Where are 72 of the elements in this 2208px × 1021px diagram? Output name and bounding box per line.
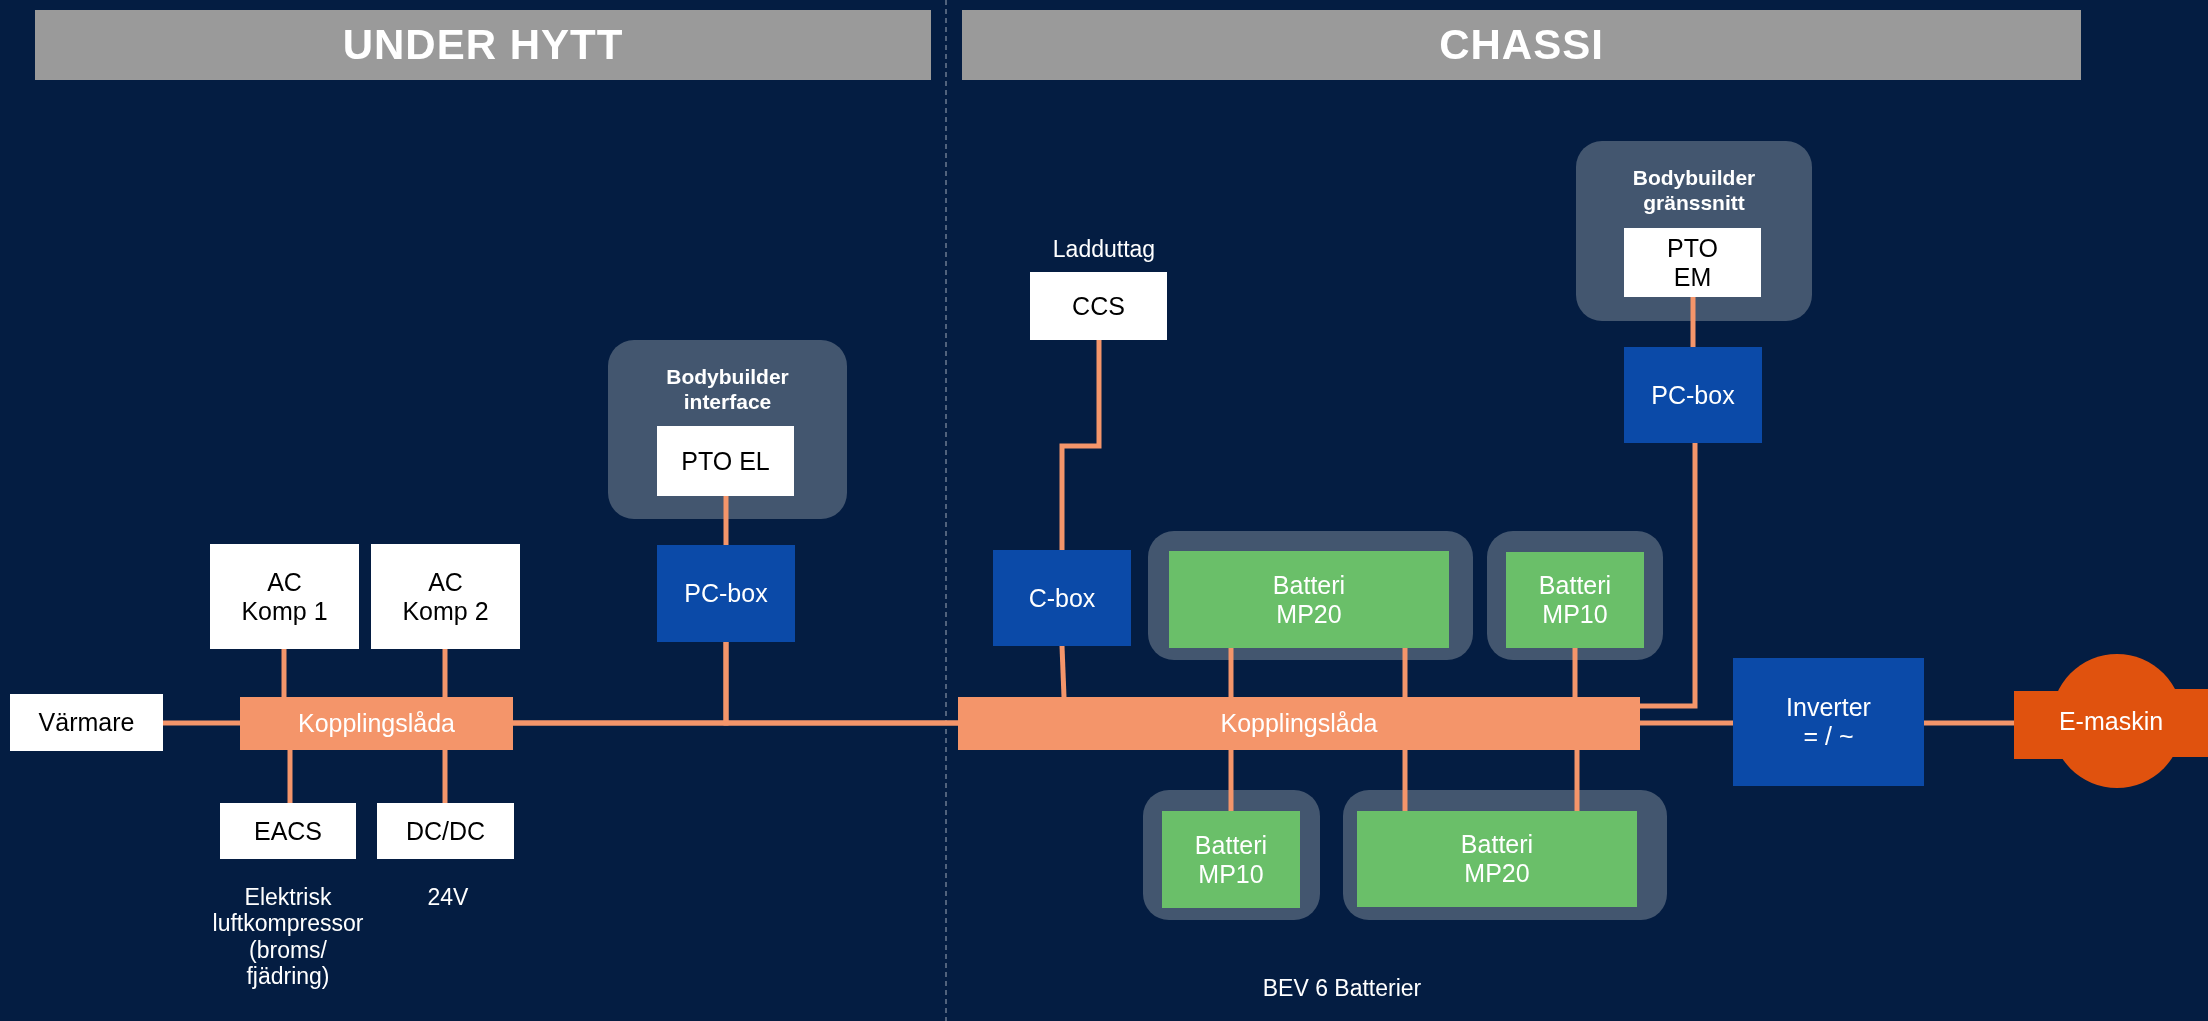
- battery-housing: [1143, 790, 1320, 920]
- node-label: Batteri MP10: [1537, 571, 1613, 629]
- panel-title: Bodybuilder interface: [665, 364, 790, 415]
- connector-line: [513, 720, 958, 726]
- connector-line: [1402, 648, 1408, 697]
- node-caption: Elektrisk luftkompressor (broms/ fjädring): [211, 884, 365, 990]
- component-box: [220, 803, 356, 859]
- node-label: Batteri MP20: [1271, 570, 1347, 629]
- node-label: Batteri MP10: [1193, 830, 1269, 889]
- node-label: EACS: [253, 816, 323, 846]
- section-header: [962, 10, 2081, 80]
- connector-line: [1228, 750, 1234, 811]
- connector-line: [1402, 750, 1408, 811]
- battery-box: [1169, 551, 1449, 648]
- component-box: [1624, 228, 1761, 297]
- node-label: PTO EM: [1666, 233, 1719, 292]
- section-header: [35, 10, 931, 80]
- node-label: AC Komp 1: [240, 567, 329, 626]
- connector-line: [1228, 648, 1234, 697]
- node-caption: Ladduttag: [1051, 236, 1157, 263]
- connector-line: [1059, 645, 1067, 698]
- connector-line: [287, 750, 293, 803]
- node-label: Kopplingslåda: [1220, 709, 1378, 738]
- component-box: [10, 694, 163, 751]
- connector-line: [1640, 720, 1733, 726]
- component-box: [210, 544, 359, 649]
- interface-panel: [608, 340, 847, 519]
- section-title: UNDER HYTT: [342, 20, 624, 70]
- node-label: Värmare: [38, 708, 135, 737]
- battery-box: [1162, 811, 1300, 908]
- connector-line: [163, 720, 240, 726]
- node-label: E-maskin: [2058, 706, 2164, 736]
- controller-box: [1624, 347, 1762, 443]
- connector-line: [1924, 720, 2014, 726]
- node-label: PTO EL: [681, 446, 770, 476]
- note-text: BEV 6 Batterier: [1262, 975, 1422, 1002]
- battery-housing: [1148, 531, 1473, 660]
- node-label: PC-box: [1651, 380, 1735, 410]
- interface-panel: [1576, 141, 1812, 321]
- panel-title: Bodybuilder gränssnitt: [1631, 165, 1757, 216]
- component-box: [377, 803, 514, 859]
- component-box: [1030, 272, 1167, 340]
- component-box: [657, 426, 794, 496]
- battery-housing: [1343, 790, 1667, 920]
- node-caption: 24V: [426, 884, 470, 911]
- node-label: PC-box: [684, 579, 768, 608]
- connector-line: [1640, 443, 1698, 709]
- connector-line: [442, 649, 448, 697]
- junction-box: [240, 697, 513, 750]
- connector-line: [281, 649, 287, 697]
- inverter-box: [1733, 658, 1924, 786]
- connector-line: [723, 496, 729, 545]
- battery-box: [1357, 811, 1637, 907]
- controller-box: [993, 550, 1131, 646]
- battery-box: [1506, 552, 1644, 648]
- connector-line: [1059, 340, 1102, 550]
- node-label: Batteri MP20: [1459, 830, 1535, 888]
- component-box: [371, 544, 520, 649]
- connector-line: [1572, 648, 1578, 697]
- connector-line: [442, 750, 448, 803]
- node-label: CCS: [1072, 291, 1125, 321]
- node-label: Inverter = / ~: [1785, 693, 1872, 751]
- connector-line: [1574, 750, 1580, 811]
- connector-line: [1690, 297, 1696, 347]
- junction-box: [958, 697, 1640, 750]
- controller-box: [657, 545, 795, 642]
- battery-housing: [1487, 531, 1663, 660]
- node-label: Kopplingslåda: [297, 709, 456, 738]
- section-title: CHASSI: [1439, 20, 1604, 70]
- node-label: DC/DC: [405, 816, 486, 846]
- node-label: AC Komp 2: [401, 567, 490, 626]
- node-label: C-box: [1028, 583, 1096, 613]
